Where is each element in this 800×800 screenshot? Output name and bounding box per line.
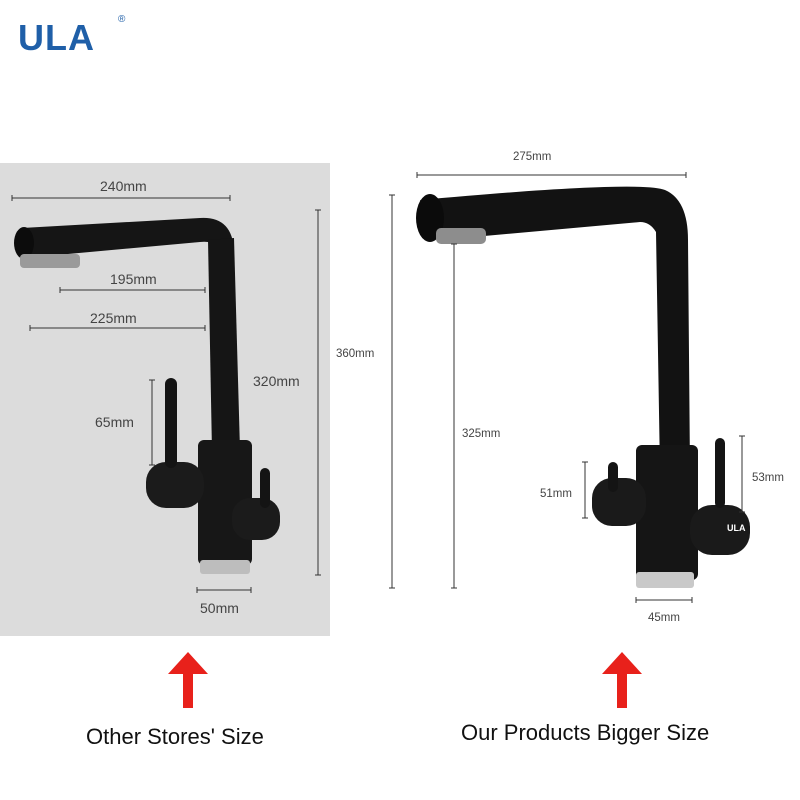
right-faucet-image	[416, 186, 750, 588]
left-faucet-image	[14, 217, 280, 574]
left-caption: Other Stores' Size	[86, 724, 264, 749]
right-left-handle-label: 51mm	[540, 488, 572, 500]
right-up-arrow-icon	[602, 652, 642, 708]
right-body-height-label: 325mm	[462, 428, 501, 440]
right-base-width-label: 45mm	[648, 612, 680, 624]
left-height-label: 320mm	[253, 373, 300, 389]
left-top-width-label: 240mm	[100, 178, 147, 194]
left-spout-reach-label: 195mm	[110, 271, 157, 287]
right-right-handle-label: 53mm	[752, 472, 784, 484]
left-handle-height-label: 65mm	[95, 414, 134, 430]
left-base-width-label: 50mm	[200, 600, 239, 616]
brand-logo: ULA	[18, 17, 95, 58]
left-up-arrow-icon	[168, 652, 208, 708]
right-total-height-label: 360mm	[336, 348, 375, 360]
right-dimension-lines	[389, 172, 745, 603]
left-spout-length-label: 225mm	[90, 310, 137, 326]
right-caption: Our Products Bigger Size	[461, 720, 710, 745]
registered-mark: ®	[118, 14, 126, 25]
right-top-width-label: 275mm	[513, 151, 552, 163]
faucet-badge: ULA	[727, 523, 746, 533]
left-dimension-lines	[11, 195, 321, 593]
